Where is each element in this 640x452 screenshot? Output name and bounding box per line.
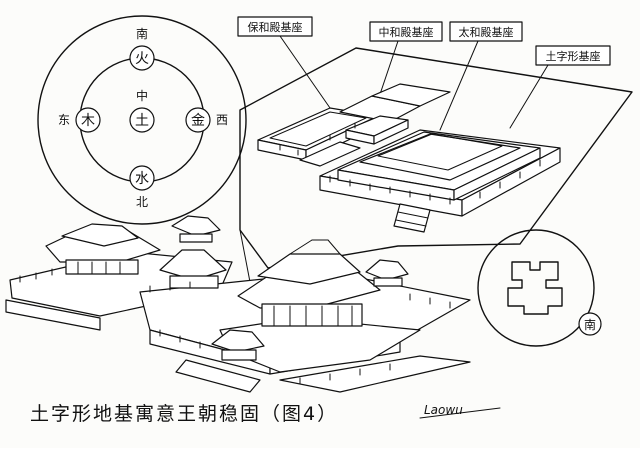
- fire-circle: [129, 45, 155, 71]
- signature-stroke: [419, 407, 501, 419]
- metal-circle: [185, 107, 211, 133]
- direction-center: 中: [136, 88, 148, 103]
- middle-hall: [159, 249, 227, 289]
- direction-west: 西: [216, 113, 228, 127]
- palace-illustration: [5, 215, 471, 393]
- rear-hall: [45, 223, 161, 275]
- direction-east: 东: [58, 113, 70, 127]
- side-pavilion: [365, 259, 409, 287]
- balustrade-marks: [279, 122, 541, 205]
- inset-circle: [477, 229, 595, 347]
- label-tu-base: 土字形基座: [535, 45, 611, 66]
- tu-shape-outline: [507, 261, 563, 315]
- taihe-base-drawing: [319, 129, 561, 217]
- tu-plan-inset: 南: [477, 229, 602, 347]
- front-stair: [393, 203, 431, 233]
- corner-pavilion: [171, 215, 221, 243]
- gate-pavilion: [211, 329, 265, 361]
- compass-outer-ring: [37, 15, 247, 225]
- label-baohe: 保和殿基座: [237, 16, 313, 37]
- caption: 土字形地基寓意王朝稳固（图4）: [30, 403, 338, 425]
- water-circle: [129, 165, 155, 191]
- label-taihe-text: 太和殿基座: [459, 25, 514, 39]
- main-hall: [237, 239, 381, 327]
- five-elements-compass: 火 水 木 金 土 南 北 东 西 中: [37, 15, 247, 225]
- palace-balustrades: [19, 268, 451, 385]
- element-metal: 金: [191, 113, 205, 129]
- label-zhonghe-text: 中和殿基座: [379, 25, 434, 39]
- label-leader-lines: [279, 35, 549, 131]
- wood-circle: [75, 107, 101, 133]
- label-baohe-text: 保和殿基座: [248, 20, 303, 34]
- label-tu-base-text: 土字形基座: [546, 49, 601, 63]
- direction-north: 北: [136, 195, 148, 209]
- platform-closeup-panel: [239, 47, 633, 269]
- direction-south: 南: [136, 26, 148, 41]
- earth-circle: [129, 107, 155, 133]
- element-water: 水: [135, 171, 149, 187]
- zhonghe-base-drawing: [345, 115, 409, 145]
- connecting-terraces: [299, 83, 451, 167]
- inset-direction-south: 南: [584, 317, 596, 332]
- inset-direction-circle: [578, 312, 602, 336]
- element-fire: 火: [135, 51, 149, 67]
- element-wood: 木: [81, 113, 95, 129]
- label-taihe: 太和殿基座: [449, 21, 523, 42]
- label-zhonghe: 中和殿基座: [369, 21, 443, 42]
- element-earth: 土: [135, 113, 149, 129]
